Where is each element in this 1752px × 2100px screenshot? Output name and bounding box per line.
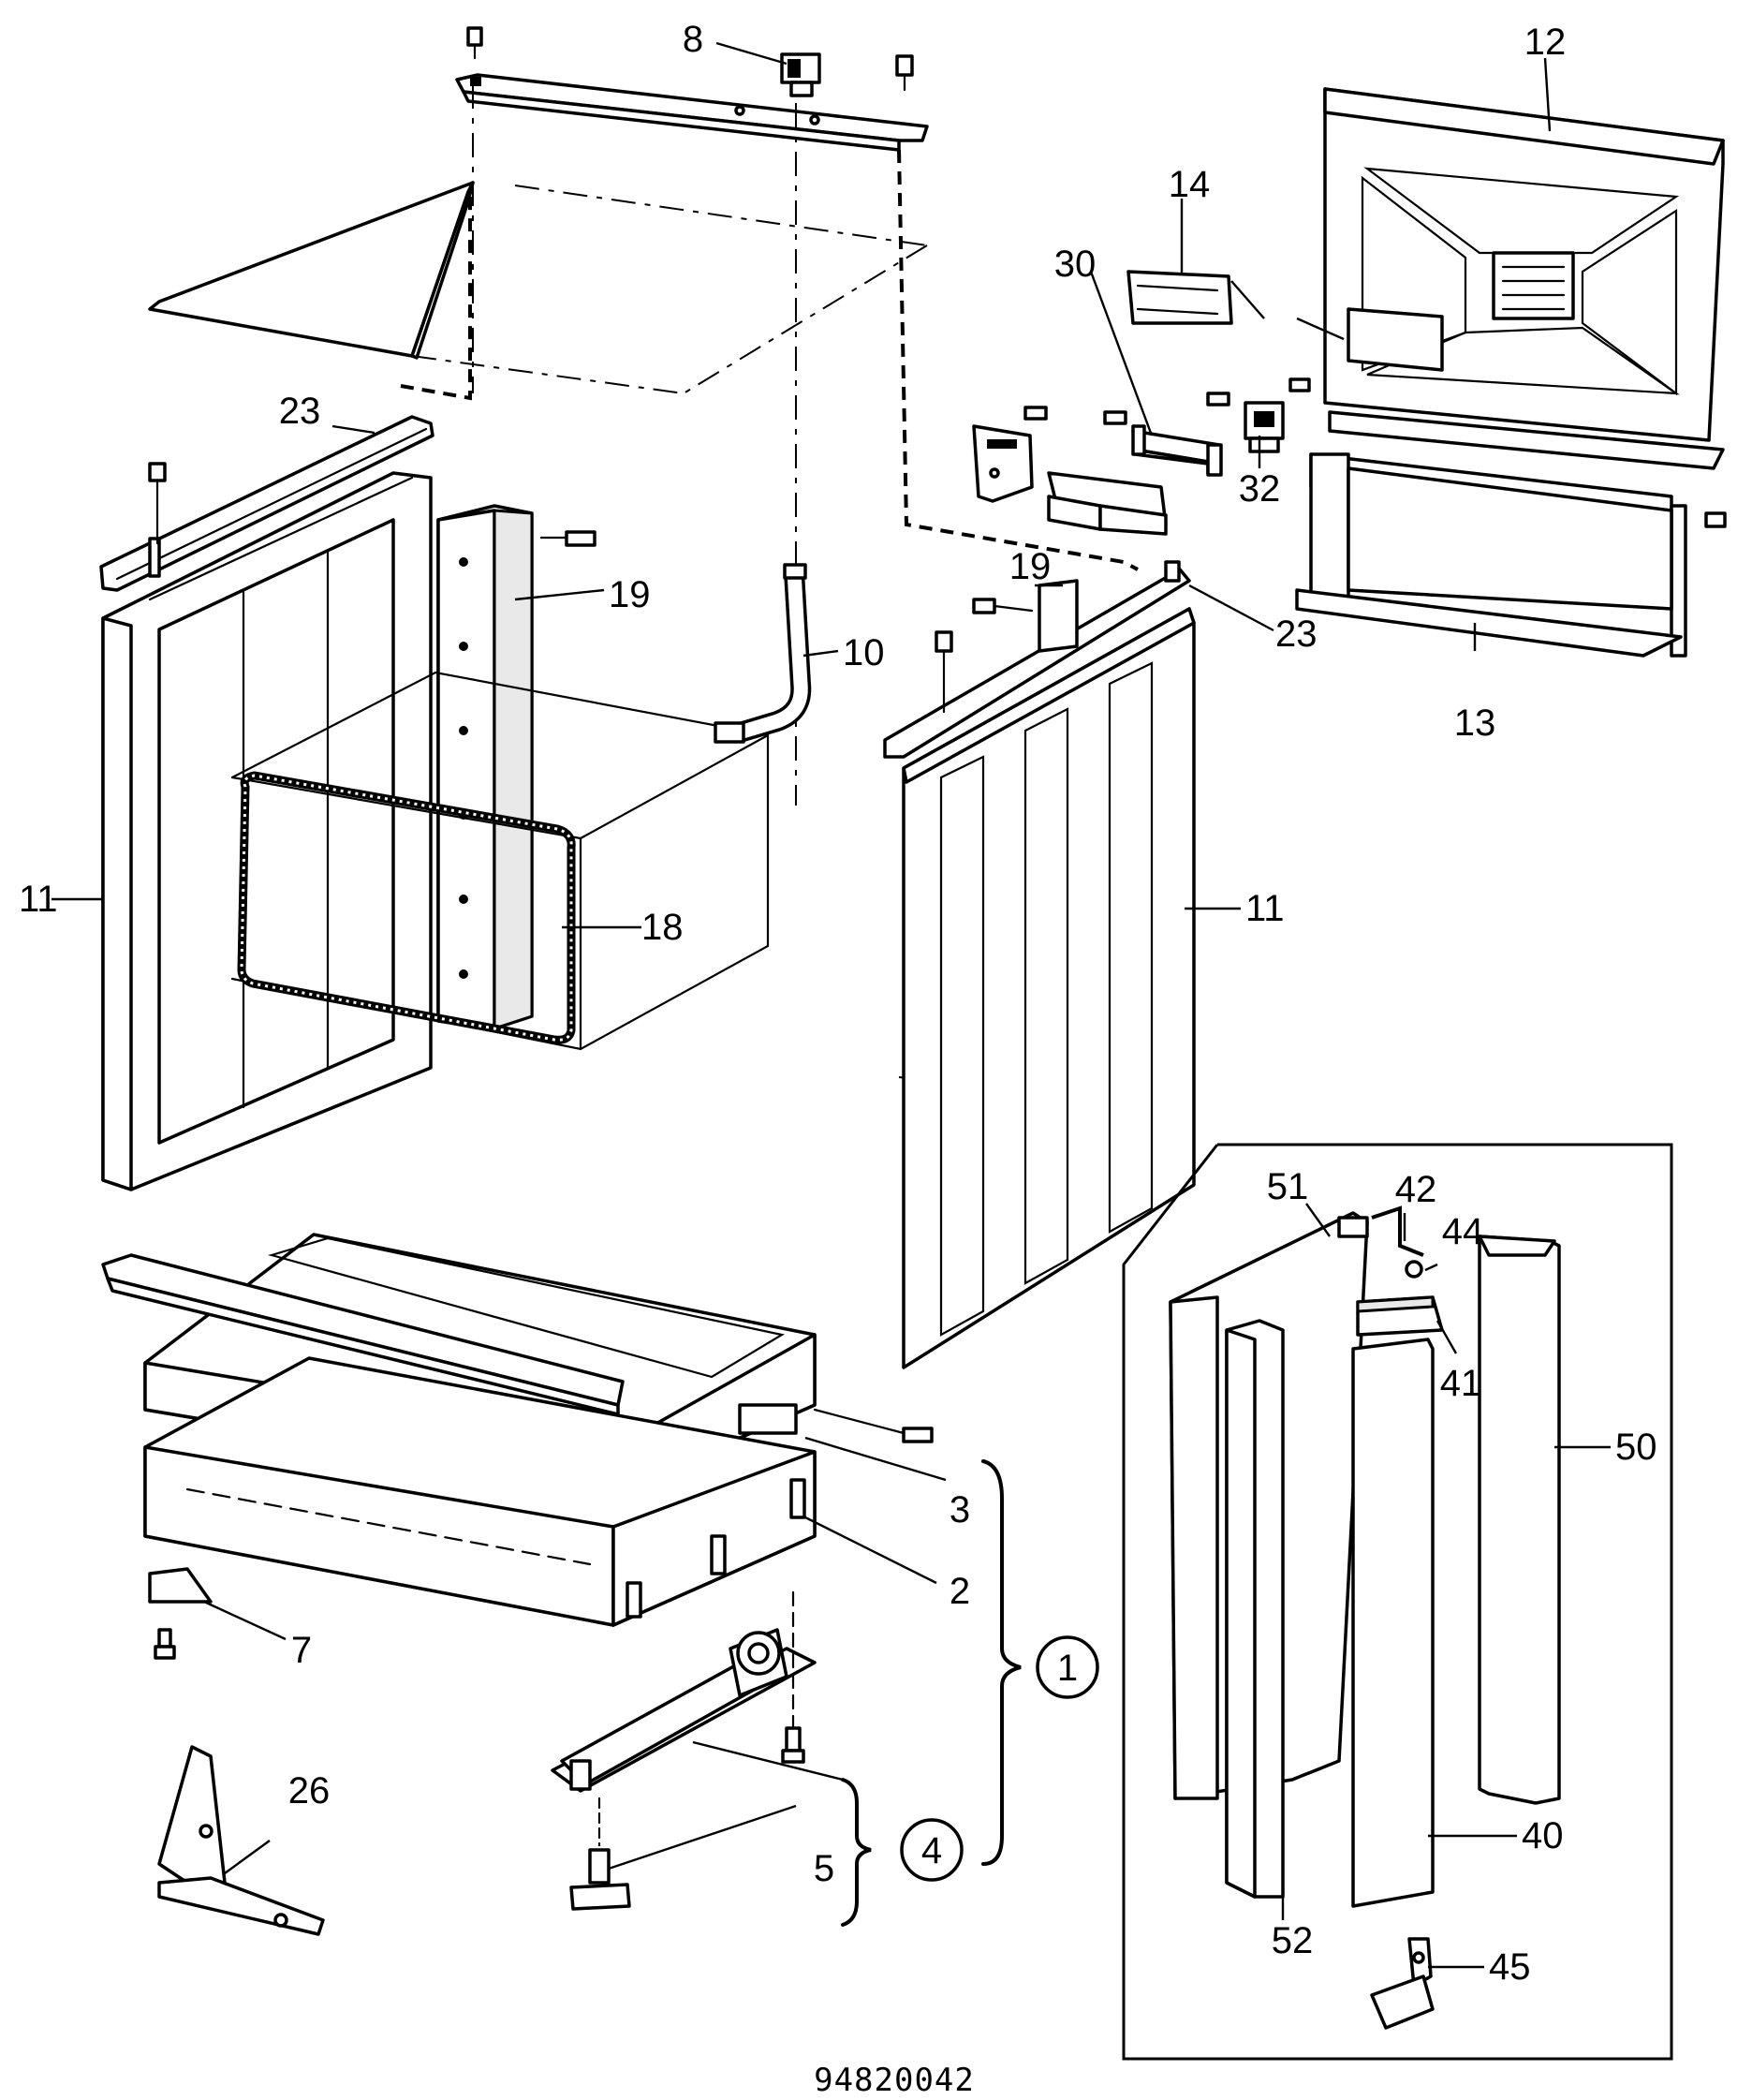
screws-right-panel <box>935 598 1034 714</box>
small-screws-mid <box>1023 377 1311 425</box>
bracket-30 <box>1131 424 1223 477</box>
wheel <box>729 1628 788 1697</box>
switch-32 <box>1244 401 1285 453</box>
inset-box <box>1122 1143 1673 2061</box>
callout-41: 41 <box>1440 1363 1482 1404</box>
callout-32: 32 <box>1239 468 1281 510</box>
screw-back-13 <box>1704 511 1727 528</box>
leader-lines <box>52 41 1611 1969</box>
upright-post-19 <box>436 504 534 1031</box>
callout-26: 26 <box>288 1770 331 1812</box>
callout-11-left: 11 <box>19 879 58 920</box>
callout-30: 30 <box>1054 244 1097 285</box>
callout-19-left: 19 <box>609 574 651 615</box>
callout-12: 12 <box>1524 22 1567 63</box>
callout-45: 45 <box>1489 1946 1531 1988</box>
right-side-panel-11 <box>902 607 1196 1369</box>
callout-42: 42 <box>1395 1169 1437 1210</box>
callout-10: 10 <box>843 632 885 673</box>
callout-19-right: 19 <box>1009 546 1052 587</box>
brace-assembly-4 <box>841 1778 872 1927</box>
bracket-under-30 <box>1047 471 1168 536</box>
callout-51: 51 <box>1267 1166 1309 1207</box>
left-side-panel-11 <box>101 471 433 1191</box>
callout-labels: 8 12 14 30 32 13 23 23 19 19 10 11 11 18… <box>19 19 1657 1988</box>
callout-44: 44 <box>1442 1211 1484 1252</box>
cap-41 <box>1356 1295 1444 1337</box>
callout-11-right: 11 <box>1245 888 1285 929</box>
clip-42-44 <box>1371 1205 1424 1279</box>
reference-number: 94820042 <box>814 2062 975 2099</box>
callout-7: 7 <box>291 1630 312 1671</box>
hose-10 <box>714 563 812 744</box>
levelling-foot-5 <box>569 1797 631 1911</box>
screw-left-panel <box>148 462 167 545</box>
profile-52 <box>1225 1319 1285 1899</box>
right-post-19 <box>1038 579 1079 653</box>
brace-assembly-1 <box>981 1459 1022 1866</box>
callout-3: 3 <box>950 1489 970 1531</box>
right-top-rail-23 <box>883 560 1191 759</box>
callout-18: 18 <box>641 907 684 948</box>
callout-50: 50 <box>1615 1427 1657 1468</box>
callout-23-right: 23 <box>1275 614 1318 655</box>
callout-40: 40 <box>1522 1815 1564 1856</box>
callout-circle-4 <box>900 1818 964 1882</box>
callout-2: 2 <box>950 1571 970 1612</box>
screw-top-left <box>466 26 483 60</box>
profile-40 <box>1351 1338 1435 1908</box>
callout-5: 5 <box>814 1848 834 1889</box>
mounting-bracket-left <box>972 424 1034 503</box>
callout-52: 52 <box>1272 1920 1314 1961</box>
catch-part-8 <box>780 52 821 97</box>
foot-bracket-7 <box>148 1567 213 1660</box>
back-panel-13 <box>1295 452 1687 658</box>
bracket-45 <box>1370 1937 1435 2030</box>
callout-14: 14 <box>1169 164 1211 205</box>
callout-23-left: 23 <box>279 391 321 432</box>
front-rail <box>101 1253 625 1416</box>
callout-1: 1 <box>1057 1648 1078 1689</box>
screw-top-right <box>895 54 914 92</box>
left-top-rail-23 <box>99 415 434 592</box>
screw-post <box>539 530 596 547</box>
callout-13: 13 <box>1454 702 1496 744</box>
callout-8: 8 <box>683 19 703 60</box>
top-sheet <box>148 181 475 360</box>
seal-gasket-18 <box>237 771 576 1044</box>
callout-4: 4 <box>921 1830 942 1871</box>
screw-runner <box>781 1590 805 1764</box>
profile-50 <box>1478 1235 1561 1805</box>
screw-3 <box>813 1408 934 1443</box>
drawer-2 <box>143 1356 817 1627</box>
top-rail <box>455 73 929 152</box>
bracket-26 <box>157 1745 325 1936</box>
panel-14 <box>1126 270 1233 325</box>
callout-circle-1 <box>1036 1635 1099 1699</box>
back-panel-12 <box>1323 87 1725 470</box>
